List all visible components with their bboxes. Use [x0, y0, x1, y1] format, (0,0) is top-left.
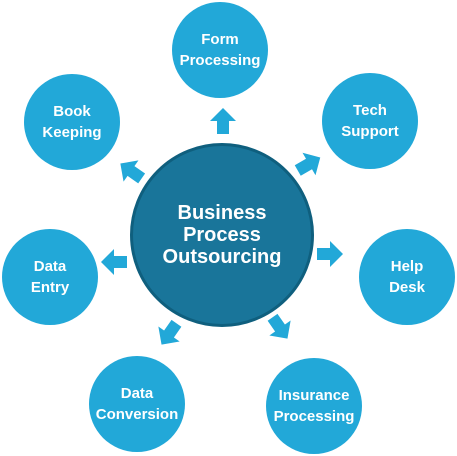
node-label-line1: Form [201, 31, 239, 48]
arrow-to-data-conversion-icon [150, 315, 189, 354]
arrow-to-help-desk-icon [316, 240, 344, 268]
arrow-to-book-keeping-icon [112, 152, 151, 191]
node-label-line1: Data [33, 258, 67, 275]
node-label-line2: Desk [389, 279, 425, 296]
node-label-line1: Tech [353, 102, 387, 119]
center-label-line2: Process [183, 224, 261, 246]
node-book-keeping: Book Keeping [24, 74, 120, 170]
arrow-to-form-processing-icon [209, 107, 237, 135]
node-label-line2: Support [341, 123, 399, 140]
node-label-line1: Data [120, 385, 154, 402]
arrow-to-insurance-processing-icon [261, 309, 300, 348]
arrow-to-data-entry-icon [100, 248, 128, 276]
node-label-line2: Conversion [95, 406, 179, 423]
node-data-entry: Data Entry [2, 229, 98, 325]
center-node-business-process-outsourcing: Business Process Outsourcing [130, 143, 314, 327]
center-label-line1: Business [177, 202, 267, 224]
node-help-desk: Help Desk [359, 229, 455, 325]
node-form-processing: Form Processing [172, 2, 268, 98]
arrow-to-tech-support-icon [290, 145, 328, 183]
node-label-line2: Keeping [42, 124, 102, 141]
node-data-conversion: Data Conversion [89, 356, 185, 452]
node-label-line1: Insurance [278, 387, 350, 404]
center-label-line3: Outsourcing [162, 246, 282, 268]
node-insurance-processing: Insurance Processing [266, 358, 362, 454]
node-label-line2: Entry [30, 279, 70, 296]
node-label-line1: Help [390, 258, 424, 275]
node-label-line2: Processing [273, 408, 355, 425]
node-tech-support: Tech Support [322, 73, 418, 169]
node-label-line2: Processing [179, 52, 261, 69]
node-label-line1: Book [53, 103, 91, 120]
